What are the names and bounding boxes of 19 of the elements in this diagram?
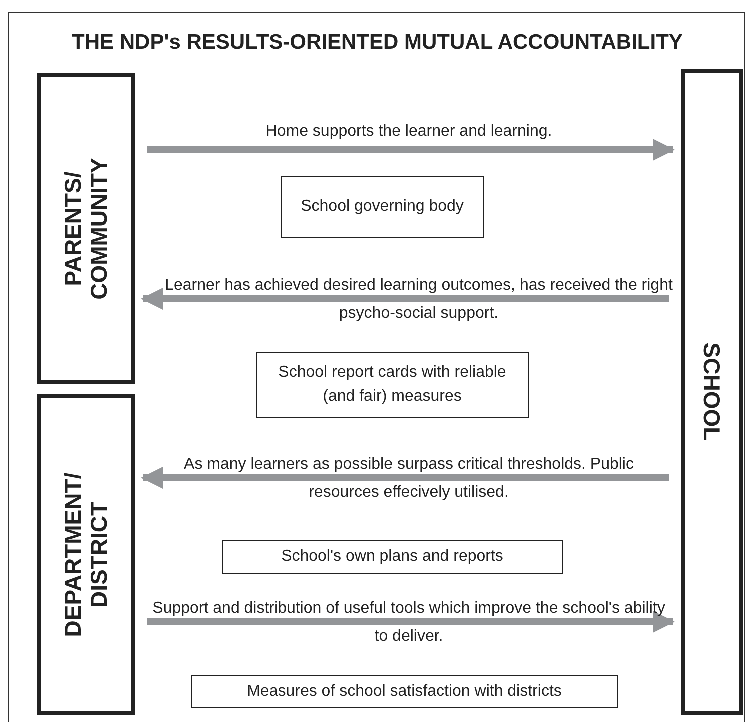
actor-label: DEPARTMENT/ DISTRICT: [60, 471, 112, 639]
arrow: [141, 467, 669, 489]
info-box: Measures of school satisfaction with districts: [191, 675, 618, 708]
edge-label: Learner has achieved desired learning outcomes, has received the right psycho-social support.: [164, 276, 674, 324]
info-box: School's own plans and reports: [222, 540, 563, 574]
arrow: [147, 139, 675, 161]
actor-box: [681, 69, 743, 715]
edge-label: Home supports the learner and learning.: [264, 122, 554, 142]
diagram-title: THE NDP's RESULTS-ORIENTED MUTUAL ACCOUNTABILITY: [71, 30, 684, 56]
info-box: School report cards with reliable (and fair) measures: [256, 352, 529, 418]
arrow: [141, 288, 669, 310]
info-box: School governing body: [281, 176, 484, 238]
actor-label: PARENTS/ COMMUNITY: [60, 156, 112, 302]
arrow: [147, 611, 675, 633]
actor-box: [37, 394, 135, 715]
edge-label: As many learners as possible surpass critical thresholds. Public resources effecively utilised.: [183, 455, 635, 503]
actor-box: [37, 73, 135, 384]
edge-label: Support and distribution of useful tools which improve the school's ability to deliver.: [152, 599, 666, 647]
actor-label: SCHOOL: [699, 342, 725, 444]
